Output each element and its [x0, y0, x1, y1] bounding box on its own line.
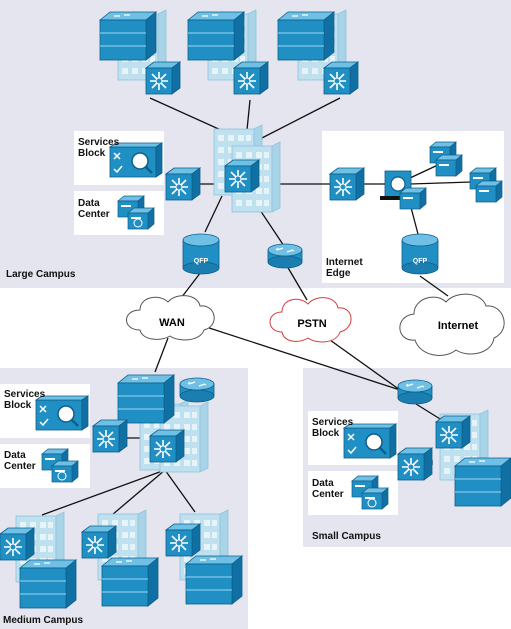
- wan-cloud: [126, 295, 215, 341]
- internet-edge-server-2: [469, 167, 503, 203]
- large-data-center-label: Data Center: [78, 198, 110, 220]
- wan-label: WAN: [159, 317, 185, 329]
- medium-services-switch: [92, 419, 128, 453]
- small-campus-label: Small Campus: [312, 531, 381, 542]
- small-core-building: [435, 409, 511, 507]
- wan-qfp-label: QFP: [194, 258, 209, 265]
- large-data-center-device: [118, 196, 154, 229]
- pstn-router: [267, 243, 303, 269]
- large-access-building-1: [99, 9, 181, 95]
- medium-access-building-2: [81, 509, 159, 607]
- medium-access-building-3: [165, 509, 243, 605]
- small-data-center-label: Data Center: [312, 478, 344, 500]
- large-core-building: [213, 124, 281, 213]
- pstn-label: PSTN: [297, 318, 327, 330]
- wan-qfp-router: QFP: [182, 233, 220, 275]
- medium-services-block-label: Services Block: [4, 389, 46, 411]
- small-data-center-device: [352, 476, 388, 509]
- internet-edge-server-1: [429, 141, 463, 177]
- medium-data-center-device: [42, 449, 78, 482]
- internet-label: Internet: [437, 320, 479, 332]
- small-services-switch: [397, 447, 433, 481]
- large-campus-label: Large Campus: [6, 269, 76, 280]
- large-services-switch: [165, 167, 201, 201]
- medium-data-center-label: Data Center: [4, 450, 36, 472]
- small-services-block-label: Services Block: [312, 417, 354, 439]
- internet-qfp-router: QFP: [401, 233, 439, 275]
- medium-campus-label: Medium Campus: [3, 615, 84, 626]
- large-access-building-3: [277, 9, 359, 95]
- internet-edge-label: Internet Edge: [326, 257, 363, 279]
- large-services-block-label: Services Block: [78, 137, 120, 159]
- network-links: [41, 97, 473, 516]
- medium-core-building: [117, 374, 215, 473]
- pstn-cloud: [269, 297, 352, 343]
- small-campus-router: [397, 379, 433, 405]
- medium-access-building-1: [0, 511, 77, 609]
- internet-edge-firewall: [380, 170, 414, 200]
- internet-cloud: [399, 293, 505, 356]
- large-access-building-2: [187, 9, 269, 95]
- internet-edge-switch: [329, 167, 365, 201]
- internet-qfp-label: QFP: [413, 258, 428, 265]
- internet-edge-server-3: [399, 187, 427, 210]
